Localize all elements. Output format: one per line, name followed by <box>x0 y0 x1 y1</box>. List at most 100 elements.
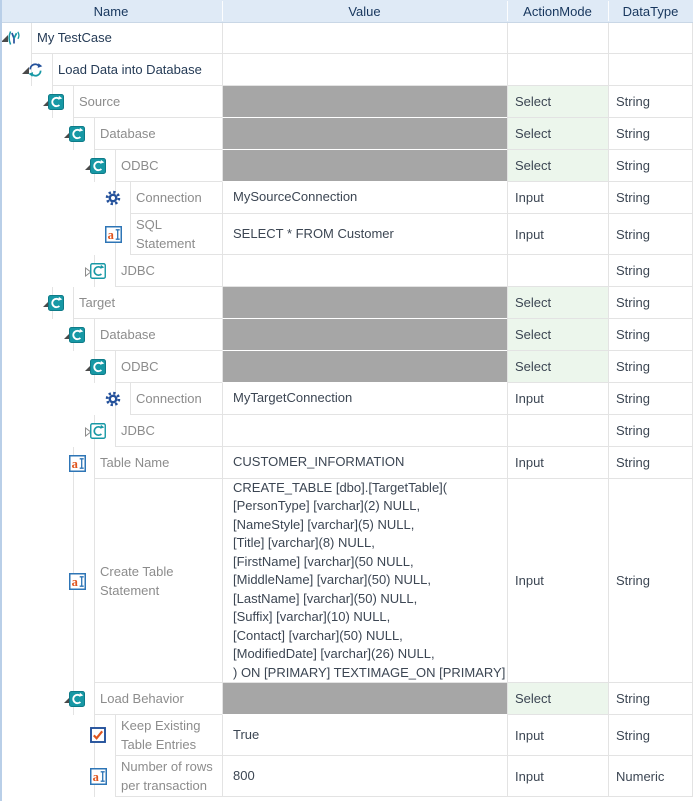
node-label[interactable]: Connection <box>136 182 218 213</box>
gear-icon <box>105 190 121 206</box>
tree-row[interactable]: SourceSelectString <box>0 86 693 118</box>
node-label[interactable]: JDBC <box>121 255 218 286</box>
datatype-cell: String <box>608 683 693 715</box>
datatype-cell: String <box>608 118 693 150</box>
actionmode-cell[interactable]: Input <box>507 182 608 214</box>
tree-indent-line <box>115 715 116 756</box>
value-cell[interactable]: True <box>222 715 507 756</box>
actionmode-cell[interactable]: Select <box>507 319 608 351</box>
column-header-datatype[interactable]: DataType <box>608 0 693 22</box>
tree-row[interactable]: Database SelectString <box>0 319 693 351</box>
value-cell[interactable]: CREATE_TABLE [dbo].[TargetTable]( [Perso… <box>222 479 507 683</box>
column-header-name[interactable]: Name <box>0 0 222 22</box>
tree-row[interactable]: ODBC SelectString <box>0 351 693 383</box>
module-icon <box>90 359 106 375</box>
node-label[interactable]: ODBC <box>121 150 218 181</box>
tree-indent-line <box>130 383 131 415</box>
actionmode-cell[interactable]: Select <box>507 351 608 383</box>
value-icon: a <box>90 768 107 785</box>
datatype-cell <box>608 22 693 54</box>
node-label[interactable]: JDBC <box>121 415 218 446</box>
node-label[interactable]: Target <box>79 287 218 318</box>
actionmode-cell[interactable]: Input <box>507 383 608 415</box>
value-cell[interactable]: MySourceConnection <box>222 182 507 214</box>
actionmode-cell <box>507 415 608 447</box>
value-cell[interactable] <box>222 54 507 86</box>
value-cell[interactable] <box>222 255 507 287</box>
datatype-cell: String <box>608 447 693 479</box>
tree-row[interactable]: ConnectionMyTargetConnectionInputString <box>0 383 693 415</box>
datatype-cell <box>608 54 693 86</box>
tree-row[interactable]: ConnectionMySourceConnectionInputString <box>0 182 693 214</box>
checkbox-icon <box>90 727 106 743</box>
tree-row[interactable]: JDBCString <box>0 415 693 447</box>
node-label[interactable]: Database <box>100 319 218 350</box>
module-icon <box>48 295 64 311</box>
tree-indent-line <box>130 214 131 255</box>
node-label[interactable]: SQL Statement <box>136 214 218 254</box>
tree-row[interactable]: Load Behavior SelectString <box>0 683 693 715</box>
actionmode-cell[interactable]: Select <box>507 683 608 715</box>
actionmode-cell <box>507 255 608 287</box>
actionmode-cell[interactable]: Input <box>507 479 608 683</box>
tree-row[interactable]: Keep Existing Table EntriesTrueInputStri… <box>0 715 693 756</box>
tree-indent-line <box>115 150 116 182</box>
tree-indent-line <box>115 351 116 383</box>
actionmode-cell[interactable]: Input <box>507 447 608 479</box>
column-header-value[interactable]: Value <box>222 0 507 22</box>
value-cell[interactable]: SELECT * FROM Customer <box>222 214 507 255</box>
tree-row[interactable]: aNumber of rows per transaction800InputN… <box>0 756 693 797</box>
node-label[interactable]: ODBC <box>121 351 218 382</box>
node-label[interactable]: Connection <box>136 383 218 414</box>
actionmode-cell[interactable]: Select <box>507 287 608 319</box>
module-outline-icon <box>90 263 106 279</box>
tree-row[interactable]: aTable NameCUSTOMER_INFORMATIONInputStri… <box>0 447 693 479</box>
value-cell[interactable] <box>222 415 507 447</box>
tree-row[interactable]: ODBCSelectString <box>0 150 693 182</box>
column-header-actionmode[interactable]: ActionMode <box>507 0 608 22</box>
tree-row[interactable]: My TestCase <box>0 22 693 54</box>
value-cell[interactable]: 800 <box>222 756 507 797</box>
tree-row[interactable]: Database SelectString <box>0 118 693 150</box>
actionmode-cell[interactable]: Input <box>507 715 608 756</box>
node-label[interactable]: Source <box>79 86 218 117</box>
datatype-cell: String <box>608 287 693 319</box>
value-cell[interactable] <box>222 22 507 54</box>
actionmode-cell[interactable]: Input <box>507 756 608 797</box>
tree-indent-line <box>94 118 95 150</box>
value-cell-disabled <box>222 118 507 150</box>
node-label[interactable]: My TestCase <box>37 22 218 53</box>
actionmode-cell[interactable]: Select <box>507 150 608 182</box>
node-label[interactable]: Database <box>100 118 218 149</box>
tree-row[interactable]: a Create Table StatementCREATE_TABLE [dbo… <box>0 479 693 683</box>
tree-row[interactable]: Load Data into Database <box>0 54 693 86</box>
value-cell-disabled <box>222 683 507 715</box>
tree-indent-line <box>115 255 116 287</box>
value-cell[interactable]: MyTargetConnection <box>222 383 507 415</box>
datatype-cell: String <box>608 182 693 214</box>
tree-row[interactable]: JDBC String <box>0 255 693 287</box>
datatype-cell: String <box>608 255 693 287</box>
datatype-cell: String <box>608 351 693 383</box>
module-outline-icon <box>90 423 106 439</box>
actionmode-cell[interactable]: Input <box>507 214 608 255</box>
node-label[interactable]: Keep Existing Table Entries <box>121 715 218 755</box>
datatype-cell: String <box>608 214 693 255</box>
node-label[interactable]: Load Data into Database <box>58 54 218 85</box>
tree-row[interactable]: aSQL StatementSELECT * FROM CustomerInpu… <box>0 214 693 255</box>
tree-indent-line <box>52 54 53 86</box>
value-cell-disabled <box>222 150 507 182</box>
actionmode-cell[interactable]: Select <box>507 86 608 118</box>
node-label[interactable]: Load Behavior <box>100 683 218 714</box>
datatype-cell: String <box>608 319 693 351</box>
tree-row[interactable]: Target SelectString <box>0 287 693 319</box>
node-label[interactable]: Number of rows per transaction <box>121 756 218 796</box>
tree-indent-line <box>31 22 32 54</box>
node-label[interactable]: Table Name <box>100 447 218 478</box>
table-header: Name Value ActionMode DataType <box>0 0 693 23</box>
actionmode-cell[interactable]: Select <box>507 118 608 150</box>
value-cell[interactable]: CUSTOMER_INFORMATION <box>222 447 507 479</box>
datatype-cell: String <box>608 383 693 415</box>
node-label[interactable]: Create Table Statement <box>100 479 218 682</box>
value-icon: a <box>69 573 86 590</box>
